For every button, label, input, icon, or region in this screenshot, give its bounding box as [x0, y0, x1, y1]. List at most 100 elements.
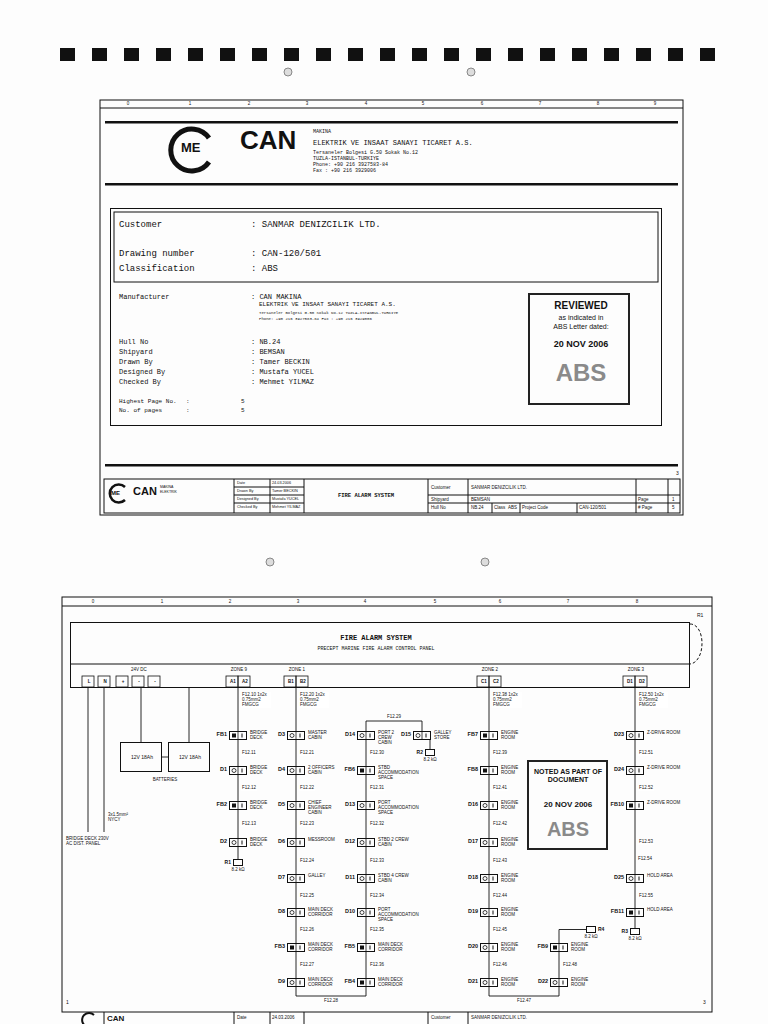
- location-text: ENGINE ROOM: [501, 766, 523, 776]
- cable-line: [238, 740, 239, 766]
- cable-line: [366, 721, 422, 731]
- detector-box: D6MESSROOM: [287, 838, 305, 847]
- detector-tag: D9: [278, 978, 285, 984]
- panel-text: D2: [639, 679, 645, 684]
- detector-symbol: [481, 979, 497, 986]
- cable-line: [635, 810, 636, 874]
- cable-tag: F12.13: [241, 821, 257, 826]
- battery-rating: 12V 18Ah: [131, 755, 153, 761]
- field-text: 5: [241, 408, 245, 415]
- sheet-label: 6: [499, 599, 502, 604]
- field-text: : CAN-120/501: [251, 249, 321, 259]
- symbol-tick: [370, 769, 371, 773]
- detector-symbol: [288, 875, 304, 882]
- sheet-label: 1: [161, 599, 164, 604]
- sheet-label: CAN: [133, 485, 157, 498]
- cable-line: [238, 775, 239, 801]
- cable-line: [635, 688, 636, 731]
- sheet-label: Tersaneler Bolgesi G.50 Sokak No.12: [313, 151, 418, 157]
- sheet-label: 3: [703, 1000, 706, 1006]
- sheet-label: Page: [638, 497, 649, 502]
- symbol-divider: [366, 732, 367, 739]
- detector-symbol: [481, 875, 497, 882]
- sheet-label: 7: [539, 101, 542, 106]
- detector-tag: FB5: [345, 943, 355, 949]
- sheet-label: 5: [422, 101, 425, 106]
- cable-tag: F12.33: [369, 858, 385, 863]
- binder-hole: [252, 48, 267, 61]
- title-grid: [577, 503, 578, 513]
- sheet-label: Customer: [431, 485, 451, 490]
- cable-line: [238, 810, 239, 838]
- detector-box: FB11HOLD AREA: [626, 908, 644, 917]
- detector-mark: [483, 804, 487, 808]
- detector-symbol: [288, 944, 304, 951]
- heavy-rule: [105, 183, 678, 186]
- sheet-label: Mehmet YILMAZ: [272, 505, 300, 509]
- cable-line: [296, 775, 297, 801]
- sheet-label: NB.24: [471, 505, 484, 510]
- ruler-line: [100, 108, 683, 109]
- stamp-text: ABS Letter dated:: [553, 323, 608, 331]
- resistor-box: R48.2 kΩ: [586, 926, 596, 933]
- cable-line: [296, 987, 366, 996]
- detector-box: D20ENGINE ROOM: [480, 943, 498, 952]
- detector-tag: D25: [614, 874, 624, 880]
- battery-rating: 12V 18Ah: [179, 755, 201, 761]
- location-text: GALLEY: [308, 874, 339, 879]
- cable-line: [489, 810, 490, 838]
- location-text: ENGINE ROOM: [501, 801, 523, 811]
- resistor-box: R38.2 kΩ: [630, 928, 640, 935]
- symbol-tick: [300, 911, 301, 915]
- location-text: BRIDGE DECK: [250, 766, 272, 776]
- approval-stamp: REVIEWED as indicated inABS Letter dated:…: [528, 293, 630, 405]
- symbol-tick: [300, 769, 301, 773]
- sheet-label: Date: [237, 1015, 247, 1020]
- sheet-label: Checked By: [237, 505, 257, 509]
- sheet-label: 1: [66, 1000, 69, 1006]
- binder-hole: [508, 48, 523, 61]
- detector-box: D25HOLD AREA: [626, 874, 644, 883]
- cable-line: [635, 917, 636, 928]
- symbol-divider: [489, 875, 490, 882]
- location-text: MESSROOM: [308, 838, 339, 843]
- cable-tag: F12.32: [369, 821, 385, 826]
- detector-symbol: [481, 839, 497, 846]
- stamp-text: ABS: [547, 818, 589, 841]
- cable-tag: F12.30: [369, 750, 385, 755]
- symbol-divider: [635, 802, 636, 809]
- panel-text: A1: [230, 679, 236, 684]
- detector-tag: D18: [468, 874, 478, 880]
- symbol-tick: [370, 841, 371, 845]
- call-point-mark: [553, 946, 557, 950]
- terminal: [98, 676, 110, 687]
- field-text: Tersaneler Bolgesi G.50 Sokak No.12 TUZL…: [259, 311, 398, 316]
- detector-tag: D22: [538, 978, 548, 984]
- binder-hole: [124, 48, 139, 61]
- detector-box: D21ENGINE ROOM: [480, 978, 498, 987]
- terminal-blocks: [82, 676, 647, 687]
- detector-tag: D4: [278, 766, 285, 772]
- title-block: [104, 479, 680, 513]
- cable-line: [489, 883, 490, 908]
- title-grid: [668, 479, 669, 513]
- detector-mark: [629, 734, 633, 738]
- title-grid: [304, 1012, 305, 1024]
- symbol-tick: [242, 804, 243, 808]
- detector-tag: FB4: [345, 978, 355, 984]
- stamp-text: as indicated in: [559, 314, 604, 322]
- detector-box: D10PORT ACCOMMODATION SPACE: [357, 908, 375, 917]
- page-two-frame: [62, 597, 712, 1024]
- detector-tag: D12: [345, 838, 355, 844]
- field-text: Hull No: [119, 338, 148, 346]
- sheet-label: 3x1.5mm² NYCY: [108, 812, 132, 822]
- stamp-text: REVIEWED: [554, 300, 607, 312]
- resistor-tag: R3: [622, 929, 628, 935]
- detector-mark: [416, 734, 420, 738]
- title-grid: [234, 495, 304, 496]
- detector-tag: D10: [345, 908, 355, 914]
- cable-tag: F12.47: [516, 998, 532, 1003]
- cable-tag: F12.55: [638, 893, 654, 898]
- location-text: Z-DRIVE ROOM: [647, 731, 687, 736]
- cable-line: [296, 847, 297, 874]
